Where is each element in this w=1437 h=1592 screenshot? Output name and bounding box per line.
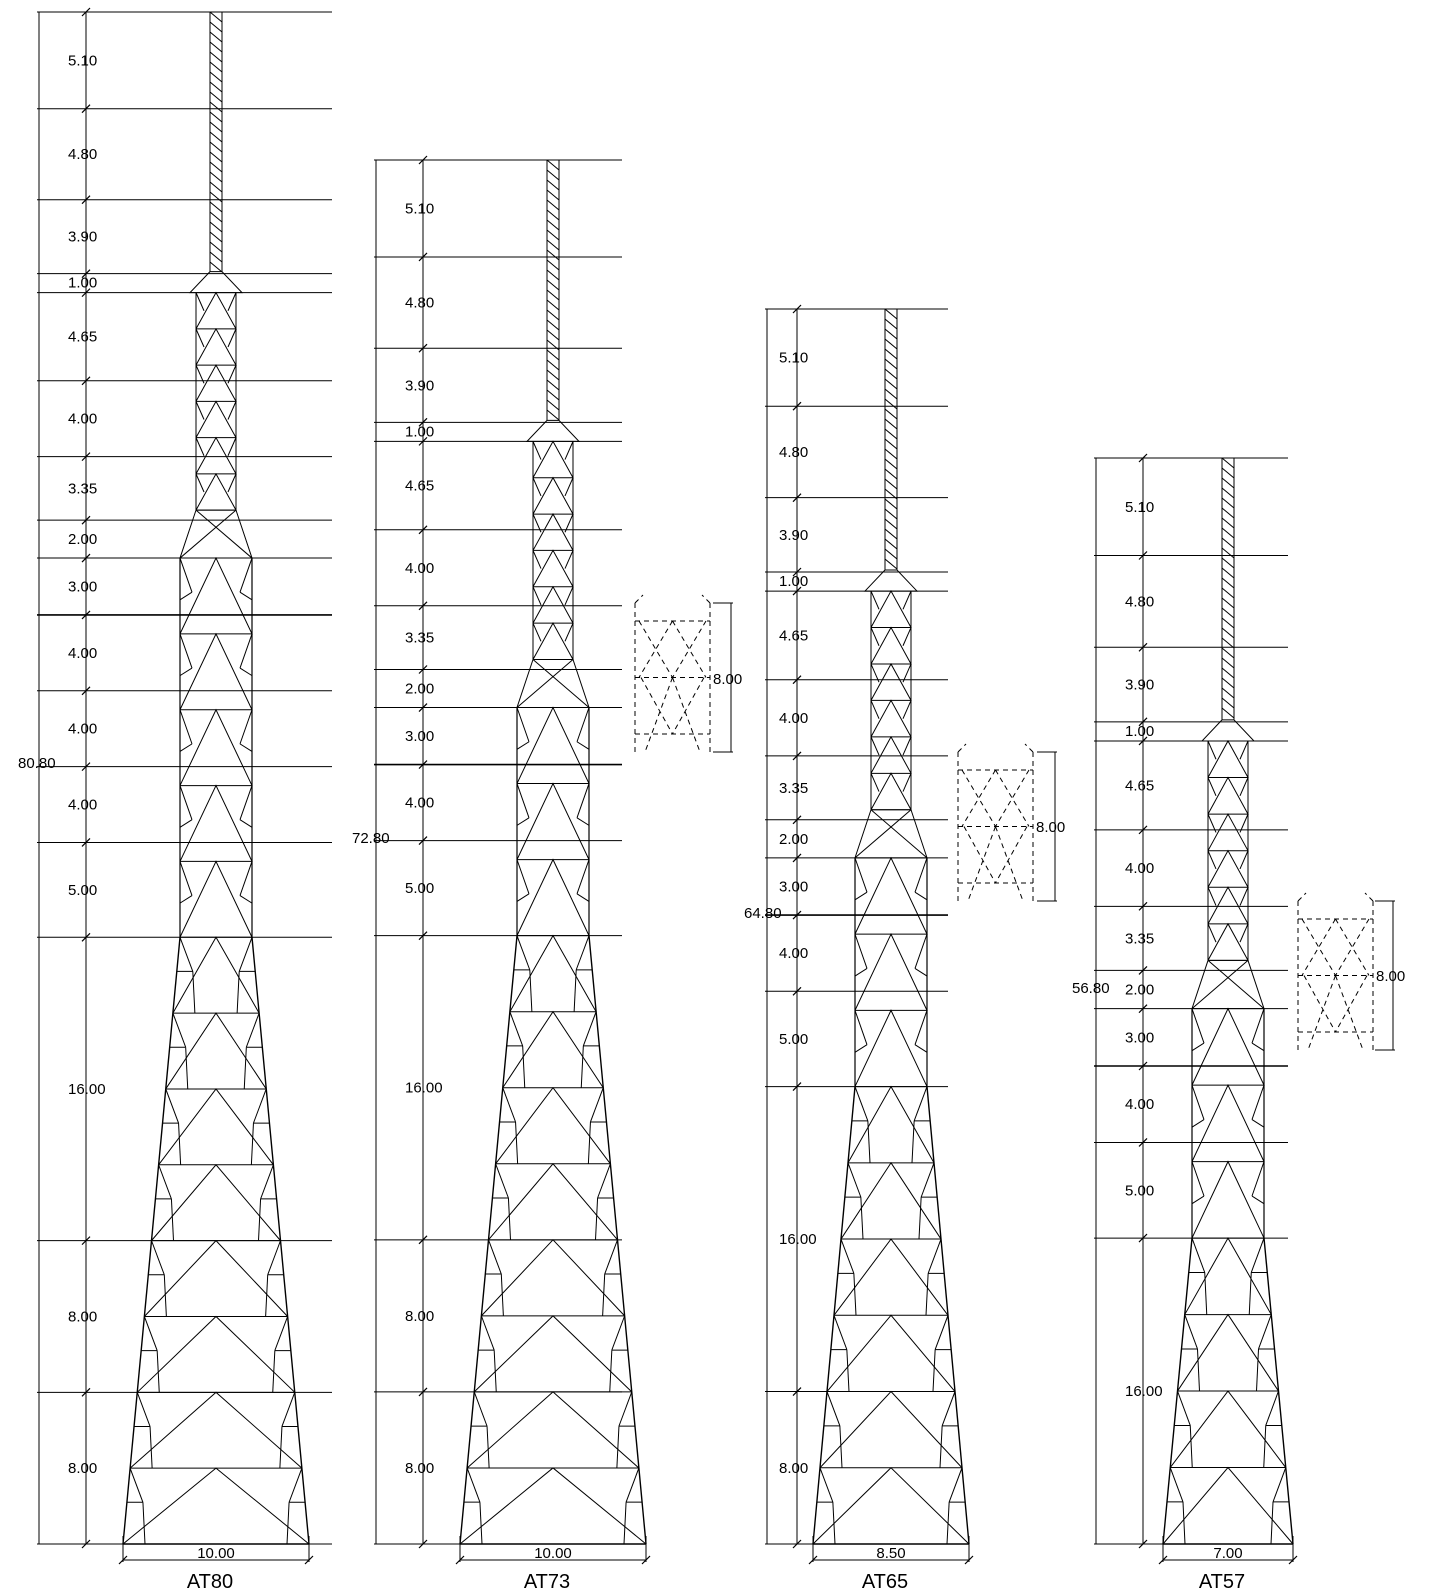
segment-height-label: 5.00 xyxy=(68,882,97,899)
total-height-label: 56.80 xyxy=(1072,980,1110,997)
segment-height-label: 4.80 xyxy=(405,295,434,312)
segment-height-label: 4.00 xyxy=(68,797,97,814)
segment-height-label: 4.80 xyxy=(779,444,808,461)
tower-name-label: AT65 xyxy=(862,1571,908,1592)
tower-at80: 5.10 4.80 3.90 1.00 4.65 4.00 3.35 2.00 3.00 4.00… xyxy=(18,7,332,1592)
extension-module: 8.00 xyxy=(634,594,742,753)
segment-height-label: 4.00 xyxy=(779,710,808,727)
total-height-label: 80.80 xyxy=(18,755,56,772)
segment-height-label: 3.00 xyxy=(68,579,97,596)
extension-module: 8.00 xyxy=(1297,892,1405,1051)
segment-height-label: 5.00 xyxy=(405,880,434,897)
tower-name-label: AT80 xyxy=(187,1571,233,1592)
segment-height-label: 3.90 xyxy=(1125,677,1154,694)
segment-height-label: 2.00 xyxy=(405,681,434,698)
segment-height-label: 16.00 xyxy=(1125,1383,1163,1400)
base-width-label: 10.00 xyxy=(197,1545,235,1562)
segment-height-label: 4.00 xyxy=(405,795,434,812)
base-width-label: 8.50 xyxy=(876,1545,905,1562)
tower-name-label: AT57 xyxy=(1199,1571,1245,1592)
segment-height-label: 1.00 xyxy=(779,573,808,590)
segment-height-label: 1.00 xyxy=(68,275,97,292)
segment-height-label: 4.65 xyxy=(779,627,808,644)
segment-height-label: 3.35 xyxy=(1125,930,1154,947)
segment-height-label: 2.00 xyxy=(68,531,97,548)
segment-height-label: 3.00 xyxy=(779,878,808,895)
extension-height-label: 8.00 xyxy=(1376,968,1405,985)
segment-height-label: 3.00 xyxy=(405,728,434,745)
segment-height-label: 4.65 xyxy=(405,478,434,495)
segment-height-label: 5.00 xyxy=(779,1031,808,1048)
segment-height-label: 16.00 xyxy=(68,1081,106,1098)
base-width-label: 10.00 xyxy=(534,1545,572,1562)
segment-height-label: 8.00 xyxy=(68,1308,97,1325)
segment-height-label: 3.35 xyxy=(68,480,97,497)
segment-height-label: 1.00 xyxy=(405,423,434,440)
segment-height-label: 16.00 xyxy=(779,1231,817,1248)
base-width-dimension: 10.00 xyxy=(118,1536,314,1565)
extension-module: 8.00 xyxy=(957,743,1065,902)
tower-name-label: AT73 xyxy=(524,1571,570,1592)
segment-height-label: 4.00 xyxy=(405,560,434,577)
base-width-label: 7.00 xyxy=(1213,1545,1242,1562)
segment-height-label: 4.00 xyxy=(779,945,808,962)
segment-height-label: 3.90 xyxy=(405,377,434,394)
segment-height-label: 4.00 xyxy=(68,411,97,428)
segment-height-label: 5.10 xyxy=(779,350,808,367)
segment-height-label: 8.00 xyxy=(68,1460,97,1477)
segment-height-label: 5.10 xyxy=(68,52,97,69)
segment-height-label: 5.10 xyxy=(405,200,434,217)
segment-height-label: 4.00 xyxy=(68,645,97,662)
segment-height-label: 16.00 xyxy=(405,1080,443,1097)
segment-height-label: 4.80 xyxy=(68,146,97,163)
total-height-label: 72.80 xyxy=(352,830,390,847)
tower-at65: 5.10 4.80 3.90 1.00 4.65 4.00 3.35 2.00 3.00 4.00… xyxy=(744,304,1065,1592)
segment-height-label: 4.00 xyxy=(1125,1096,1154,1113)
segment-height-label: 8.00 xyxy=(405,1308,434,1325)
segment-height-label: 8.00 xyxy=(405,1460,434,1477)
base-width-dimension: 7.00 xyxy=(1158,1536,1298,1565)
segment-height-label: 3.90 xyxy=(779,527,808,544)
segment-height-label: 1.00 xyxy=(1125,723,1154,740)
segment-height-label: 2.00 xyxy=(1125,982,1154,999)
segment-height-label: 3.35 xyxy=(405,630,434,647)
segment-height-label: 8.00 xyxy=(779,1460,808,1477)
base-width-dimension: 10.00 xyxy=(455,1536,651,1565)
segment-height-label: 4.65 xyxy=(1125,777,1154,794)
segment-height-label: 4.65 xyxy=(68,329,97,346)
extension-height-label: 8.00 xyxy=(1036,819,1065,836)
segment-height-label: 4.00 xyxy=(68,721,97,738)
base-width-dimension: 8.50 xyxy=(808,1536,974,1565)
segment-height-label: 3.00 xyxy=(1125,1029,1154,1046)
tower-at73: 5.10 4.80 3.90 1.00 4.65 4.00 3.35 2.00 3.00 4.00… xyxy=(352,155,742,1592)
segment-height-label: 5.00 xyxy=(1125,1182,1154,1199)
segment-height-label: 4.80 xyxy=(1125,593,1154,610)
segment-height-label: 3.90 xyxy=(68,229,97,246)
extension-height-label: 8.00 xyxy=(713,671,742,688)
segment-height-label: 5.10 xyxy=(1125,499,1154,516)
segment-height-label: 3.35 xyxy=(779,780,808,797)
segment-height-label: 4.00 xyxy=(1125,860,1154,877)
segment-height-label: 2.00 xyxy=(779,831,808,848)
total-height-label: 64.80 xyxy=(744,905,782,922)
tower-at57: 5.10 4.80 3.90 1.00 4.65 4.00 3.35 2.00 3.00 4.00… xyxy=(1072,453,1405,1592)
